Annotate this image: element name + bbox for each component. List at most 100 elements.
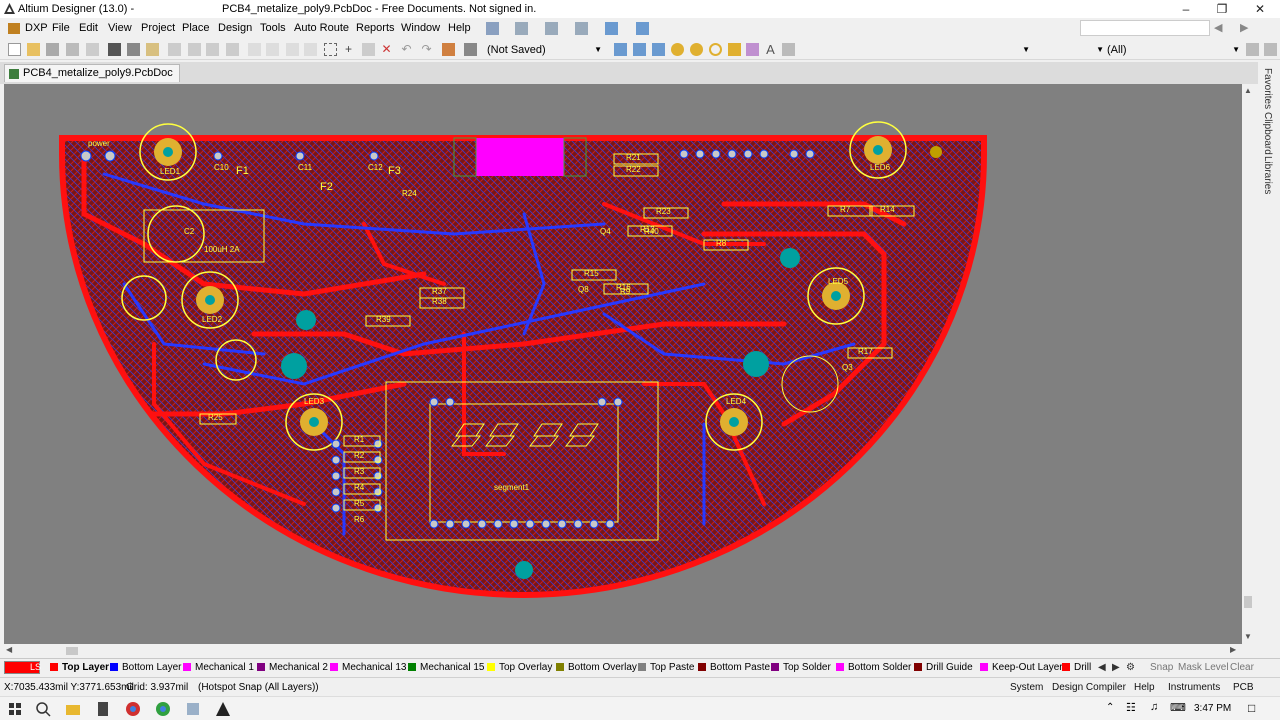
menu-help[interactable]: Help xyxy=(448,22,471,34)
select-area-icon[interactable] xyxy=(206,43,219,56)
forward-icon[interactable]: ▶ xyxy=(1240,22,1249,34)
save-icon[interactable] xyxy=(46,43,59,56)
notifications-icon[interactable]: □ xyxy=(1248,701,1256,715)
string-icon[interactable]: A xyxy=(766,42,775,57)
layer-tab-bottom-solder[interactable]: Bottom Solder xyxy=(836,662,911,673)
volume-icon[interactable]: ♫ xyxy=(1150,701,1159,713)
select-rect-icon[interactable] xyxy=(324,43,337,56)
mask-level-button[interactable]: Mask Level xyxy=(1178,662,1229,673)
tab-favorites[interactable]: Favorites xyxy=(1262,68,1273,110)
open-file-icon[interactable] xyxy=(27,43,40,56)
layer-tab-drill-guide[interactable]: Drill Guide xyxy=(914,662,973,673)
polygon-icon[interactable] xyxy=(746,43,759,56)
scroll-left-icon[interactable]: ◀ xyxy=(6,645,13,654)
layer-tab-bottom-overlay[interactable]: Bottom Overlay xyxy=(556,662,637,673)
scroll-right-icon[interactable]: ▶ xyxy=(1230,645,1237,654)
print-preview-icon[interactable] xyxy=(86,43,99,56)
menu-design[interactable]: Design xyxy=(218,22,253,34)
tab-pcb-document[interactable]: PCB4_metalize_poly9.PcbDoc xyxy=(4,64,180,82)
current-layer-indicator[interactable]: LS xyxy=(4,661,41,674)
menu-dxp[interactable]: DXP xyxy=(25,22,48,34)
undo-icon[interactable]: ↶ xyxy=(401,42,412,56)
layer-tab-keep-out[interactable]: Keep-Out Layer xyxy=(980,662,1063,673)
instruments-button[interactable]: Instruments xyxy=(1168,682,1221,693)
copy-icon[interactable] xyxy=(266,43,279,56)
altium-taskbar-icon[interactable] xyxy=(214,700,232,718)
menu-view[interactable]: View xyxy=(108,22,132,34)
layer-tab-mechanical-13[interactable]: Mechanical 13 xyxy=(330,662,406,673)
browse-icon[interactable] xyxy=(464,43,477,56)
layer-tab-bottom-paste[interactable]: Bottom Paste xyxy=(698,662,770,673)
zoom-filtered-icon[interactable] xyxy=(188,43,201,56)
move-icon[interactable]: + xyxy=(344,42,352,56)
scroll-up-icon[interactable]: ▲ xyxy=(1244,86,1252,95)
save-status-combo[interactable]: (Not Saved)▼ xyxy=(484,42,604,58)
pcb-board-view[interactable]: power LED1 LED2 LED3 LED4 LED5 LED6 F1 F… xyxy=(4,84,1242,644)
new-file-icon[interactable] xyxy=(8,43,21,56)
horizontal-scrollbar[interactable]: ◀ ▶ xyxy=(4,644,1242,658)
layer-tab-mechanical-15[interactable]: Mechanical 15 xyxy=(408,662,484,673)
layer-tab-bottom-layer[interactable]: Bottom Layer xyxy=(110,662,181,673)
wire-icon[interactable] xyxy=(486,22,499,35)
layer-filter-icon[interactable]: ⚙ xyxy=(1126,662,1135,673)
windows-start-icon[interactable] xyxy=(6,700,24,718)
layer-tab-top-layer[interactable]: Top Layer xyxy=(50,662,109,673)
vertical-scrollbar[interactable]: ▲ ▼ xyxy=(1242,84,1254,644)
horizontal-scroll-thumb[interactable] xyxy=(66,647,78,655)
search-box[interactable] xyxy=(1080,20,1210,36)
clear-filter-icon[interactable] xyxy=(1264,43,1277,56)
pcb-canvas[interactable]: power LED1 LED2 LED3 LED4 LED5 LED6 F1 F… xyxy=(4,84,1242,644)
network-icon[interactable]: ☷ xyxy=(1126,702,1136,714)
layer-tab-mechanical-2[interactable]: Mechanical 2 xyxy=(257,662,328,673)
snap-button[interactable]: Snap xyxy=(1150,662,1174,673)
calculator-icon[interactable] xyxy=(94,700,112,718)
arrange-icon[interactable] xyxy=(575,22,588,35)
menu-file[interactable]: File xyxy=(52,22,70,34)
zoom-fit-icon[interactable] xyxy=(127,43,140,56)
tab-clipboard[interactable]: Clipboard xyxy=(1262,112,1273,155)
pcb-button[interactable]: PCB xyxy=(1233,682,1254,693)
interactive-route-icon[interactable] xyxy=(614,43,627,56)
pad-icon[interactable] xyxy=(671,43,684,56)
diff-pair-icon[interactable] xyxy=(633,43,646,56)
system-button[interactable]: System xyxy=(1010,682,1044,693)
design-compiler-button[interactable]: Design Compiler xyxy=(1052,682,1126,693)
cross-probe-icon[interactable] xyxy=(442,43,455,56)
chrome-icon-2[interactable] xyxy=(154,700,172,718)
app-icon[interactable] xyxy=(184,700,202,718)
paste-icon[interactable] xyxy=(286,43,299,56)
filter-combo[interactable]: (All)▼ xyxy=(1104,42,1242,58)
help-button[interactable]: Help xyxy=(1134,682,1155,693)
tab-libraries[interactable]: Libraries xyxy=(1262,156,1273,195)
via-icon[interactable] xyxy=(690,43,703,56)
grid-icon[interactable] xyxy=(636,22,649,35)
layer-scroll-right-icon[interactable]: ▶ xyxy=(1112,662,1120,673)
cut-icon[interactable] xyxy=(248,43,261,56)
blank-combo-2[interactable]: ▼ xyxy=(1036,42,1106,58)
filter-icon[interactable] xyxy=(1246,43,1259,56)
distribute-icon[interactable] xyxy=(545,22,558,35)
rubber-stamp-icon[interactable] xyxy=(304,43,317,56)
layer-tab-top-paste[interactable]: Top Paste xyxy=(638,662,694,673)
scroll-down-icon[interactable]: ▼ xyxy=(1244,632,1252,641)
menu-auto-route[interactable]: Auto Route xyxy=(294,22,350,34)
menu-window[interactable]: Window xyxy=(401,22,441,34)
component-icon[interactable] xyxy=(782,43,795,56)
align-icon[interactable] xyxy=(515,22,528,35)
minimize-button[interactable]: – xyxy=(1182,2,1190,16)
layer-tab-top-solder[interactable]: Top Solder xyxy=(771,662,831,673)
layer-tab-mechanical-1[interactable]: Mechanical 1 xyxy=(183,662,254,673)
fill-icon[interactable] xyxy=(728,43,741,56)
redo-icon[interactable]: ↷ xyxy=(421,42,432,56)
zoom-selected-icon[interactable] xyxy=(168,43,181,56)
language-icon[interactable]: ⌨ xyxy=(1170,702,1186,714)
arc-icon[interactable] xyxy=(709,43,722,56)
blank-combo[interactable]: ▼ xyxy=(960,42,1032,58)
deselect-icon[interactable] xyxy=(226,43,239,56)
clear-icon[interactable]: ✕ xyxy=(381,42,392,56)
room-icon[interactable] xyxy=(605,22,618,35)
menu-reports[interactable]: Reports xyxy=(356,22,395,34)
layer-tab-drill[interactable]: Drill xyxy=(1062,662,1091,673)
tray-chevron-icon[interactable]: ⌃ xyxy=(1106,702,1115,713)
layer-tab-top-overlay[interactable]: Top Overlay xyxy=(487,662,552,673)
